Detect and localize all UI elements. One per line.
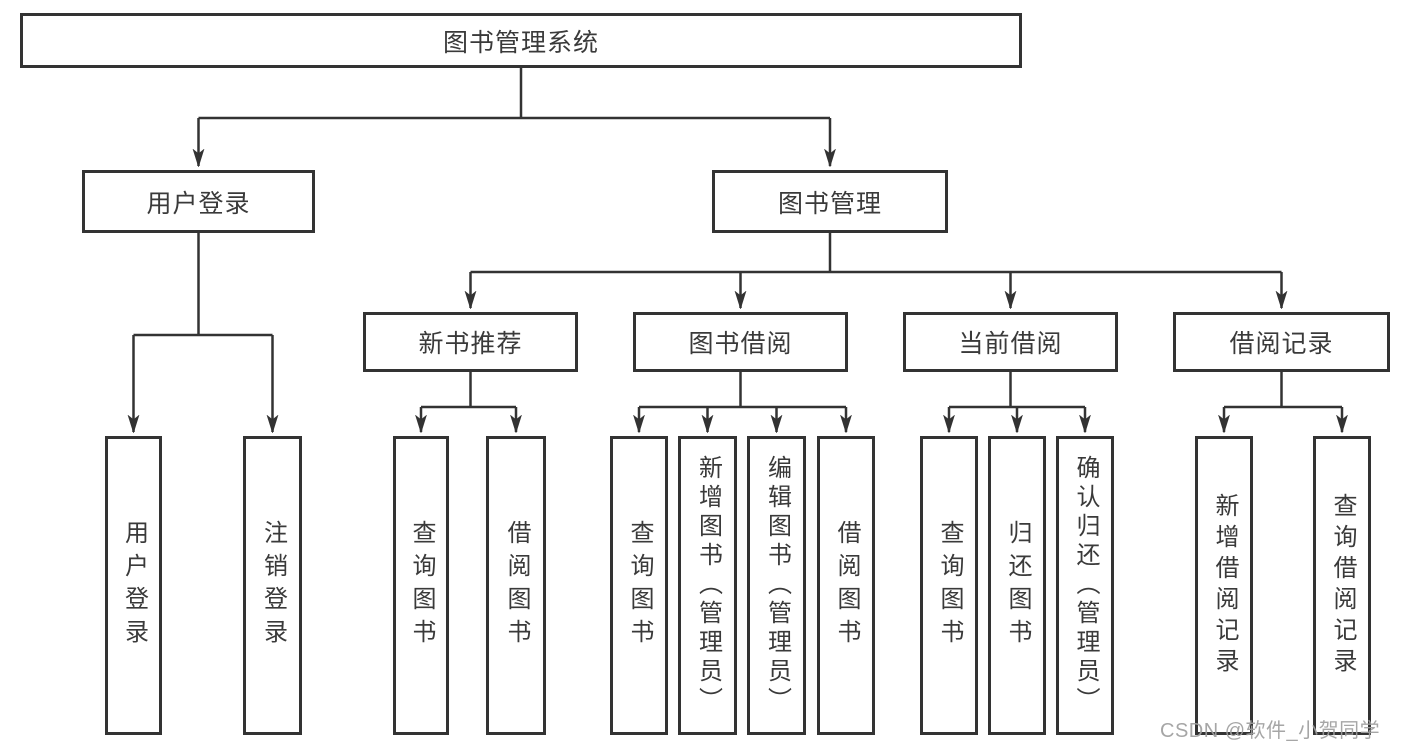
leaf-borrow-books-1: 借阅图书 (486, 436, 546, 735)
node-label: 查询图书 (626, 519, 653, 652)
node-new-book-recommend: 新书推荐 (363, 312, 578, 372)
connector-book-management-branch (471, 233, 1282, 308)
node-label: 借阅图书 (833, 519, 860, 652)
node-label: 编辑图书（管理员） (763, 455, 791, 716)
node-label: 新书推荐 (418, 330, 523, 358)
node-root-library-system: 图书管理系统 (20, 13, 1022, 68)
node-label: 查询借阅记录 (1329, 492, 1356, 679)
node-label: 新增借阅记录 (1211, 492, 1238, 679)
leaf-query-borrow-record: 查询借阅记录 (1313, 436, 1371, 735)
node-book-management: 图书管理 (712, 170, 948, 233)
node-label: 图书管理 (777, 189, 882, 218)
connector-borrow-records-branch (1224, 372, 1342, 432)
node-label: 用户登录 (146, 189, 251, 218)
connector-new-book-branch (421, 372, 516, 432)
connector-current-borrow-branch (949, 372, 1085, 432)
leaf-confirm-return-admin: 确认归还（管理员） (1056, 436, 1114, 735)
connector-book-borrow-branch (639, 372, 846, 432)
connector-root-to-level2 (199, 68, 831, 166)
node-label: 当前借阅 (958, 330, 1063, 358)
leaf-user-login: 用户登录 (105, 436, 162, 735)
node-user-login: 用户登录 (82, 170, 315, 233)
node-label: 新增图书（管理员） (694, 455, 722, 716)
leaf-add-books-admin: 新增图书（管理员） (678, 436, 737, 735)
leaf-query-books-3: 查询图书 (920, 436, 978, 735)
node-current-borrow: 当前借阅 (903, 312, 1118, 372)
node-label: 借阅图书 (503, 519, 530, 652)
node-label: 用户登录 (120, 519, 148, 652)
leaf-edit-books-admin: 编辑图书（管理员） (747, 436, 806, 735)
node-label: 查询图书 (408, 519, 435, 652)
node-label: 确认归还（管理员） (1072, 455, 1099, 716)
leaf-return-books: 归还图书 (988, 436, 1046, 735)
node-label: 查询图书 (936, 519, 963, 652)
node-book-borrow: 图书借阅 (633, 312, 848, 372)
node-label: 归还图书 (1004, 519, 1031, 652)
node-label: 注销登录 (259, 519, 287, 652)
csdn-watermark: CSDN @软件_小贺同学 (1160, 720, 1381, 742)
leaf-query-books-1: 查询图书 (393, 436, 449, 735)
node-label: 图书借阅 (688, 330, 793, 358)
node-label: 图书管理系统 (442, 28, 599, 57)
leaf-logout: 注销登录 (243, 436, 302, 735)
node-label: 借阅记录 (1229, 330, 1334, 358)
leaf-borrow-books-2: 借阅图书 (817, 436, 875, 735)
connector-user-login-branch (134, 233, 273, 432)
leaf-add-borrow-record: 新增借阅记录 (1195, 436, 1253, 735)
leaf-query-books-2: 查询图书 (610, 436, 668, 735)
node-borrow-records: 借阅记录 (1173, 312, 1390, 372)
